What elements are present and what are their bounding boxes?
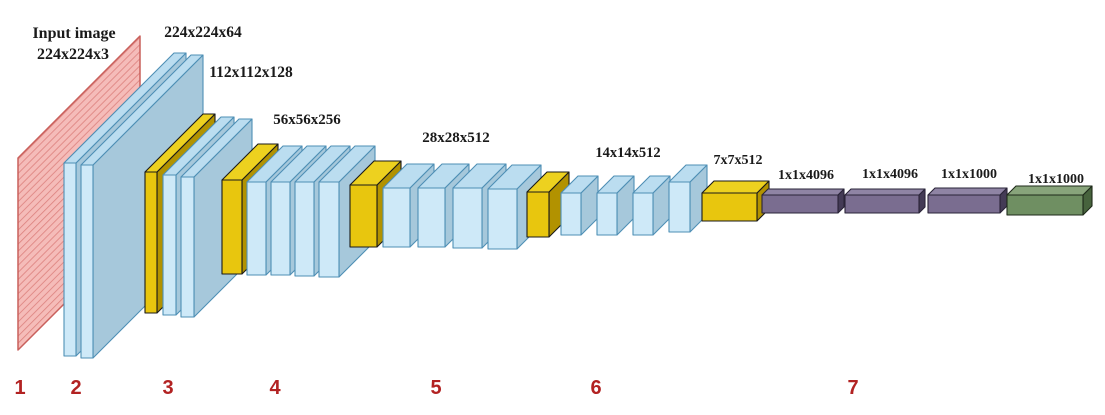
conv5-3-front-face xyxy=(632,192,654,236)
output-front-face xyxy=(1006,194,1084,216)
pool4-front-face xyxy=(526,191,550,238)
conv3-1-front-face xyxy=(246,181,267,276)
stage-number-7: 7 xyxy=(847,377,858,399)
fc6-top-face xyxy=(761,188,845,196)
stage-number-5: 5 xyxy=(430,377,441,399)
conv5-4-front-face xyxy=(668,181,691,233)
stage-number-4: 4 xyxy=(269,377,281,399)
label-block5-dims: 14x14x512 xyxy=(595,145,660,161)
fc8-front-face xyxy=(927,194,1001,214)
layer-pool5 xyxy=(701,180,770,222)
stage-number-6: 6 xyxy=(590,377,601,399)
label-pool5-dims: 7x7x512 xyxy=(714,153,763,168)
layer-conv5-2 xyxy=(596,175,635,236)
label-block2-dims: 112x112x128 xyxy=(209,64,293,81)
stage-number-2: 2 xyxy=(70,377,81,399)
layer-conv5-3 xyxy=(632,175,671,236)
label-output-dims: 1x1x1000 xyxy=(1028,172,1084,187)
fc7-top-face xyxy=(844,188,926,196)
stage-numbers: 1 2 3 4 5 6 7 xyxy=(14,377,858,399)
layer-conv5-4 xyxy=(668,164,708,233)
label-fc6-dims: 1x1x4096 xyxy=(778,168,834,183)
conv5-2-front-face xyxy=(596,192,618,236)
layer-conv5-1 xyxy=(560,175,599,236)
conv3-2-front-face xyxy=(270,181,291,276)
conv5-1-front-face xyxy=(560,192,582,236)
fc7-front-face xyxy=(844,194,920,214)
pool5-top-face xyxy=(701,180,770,194)
conv4-4-front-face xyxy=(487,188,518,250)
conv4-2-front-face xyxy=(417,187,446,248)
conv2-1-front-face xyxy=(162,174,177,316)
label-input-dims: 224x224x3 xyxy=(37,46,109,63)
stage-number-3: 3 xyxy=(162,377,173,399)
conv3-4-front-face xyxy=(318,181,340,278)
pool5-front-face xyxy=(701,192,758,222)
stage-number-1: 1 xyxy=(14,377,25,399)
label-fc7-dims: 1x1x4096 xyxy=(862,167,918,182)
layer-fc8 xyxy=(927,187,1008,214)
label-input-title: Input image xyxy=(32,25,115,42)
dimension-labels: Input image 224x224x3 224x224x64 112x112x12… xyxy=(32,24,1084,187)
output-top-face xyxy=(1006,185,1093,196)
pool2-front-face xyxy=(221,179,243,275)
layer-output xyxy=(1006,185,1093,216)
conv2-2-front-face xyxy=(180,176,195,318)
conv3-3-front-face xyxy=(294,181,315,277)
label-block1-dims: 224x224x64 xyxy=(164,24,242,41)
label-fc8-dims: 1x1x1000 xyxy=(941,167,997,182)
fc6-front-face xyxy=(761,194,839,214)
pool3-front-face xyxy=(349,184,378,248)
label-block3-dims: 56x56x256 xyxy=(273,112,341,128)
layer-fc7 xyxy=(844,188,926,214)
pool1-front-face xyxy=(144,171,158,314)
network-layers xyxy=(17,35,1093,359)
fc8-top-face xyxy=(927,187,1008,196)
conv4-3-front-face xyxy=(452,187,483,249)
conv1-1-front-face xyxy=(63,162,77,357)
conv4-1-front-face xyxy=(382,187,411,248)
layer-fc6 xyxy=(761,188,845,214)
label-block4-dims: 28x28x512 xyxy=(422,130,490,146)
conv1-2-front-face xyxy=(80,164,94,359)
